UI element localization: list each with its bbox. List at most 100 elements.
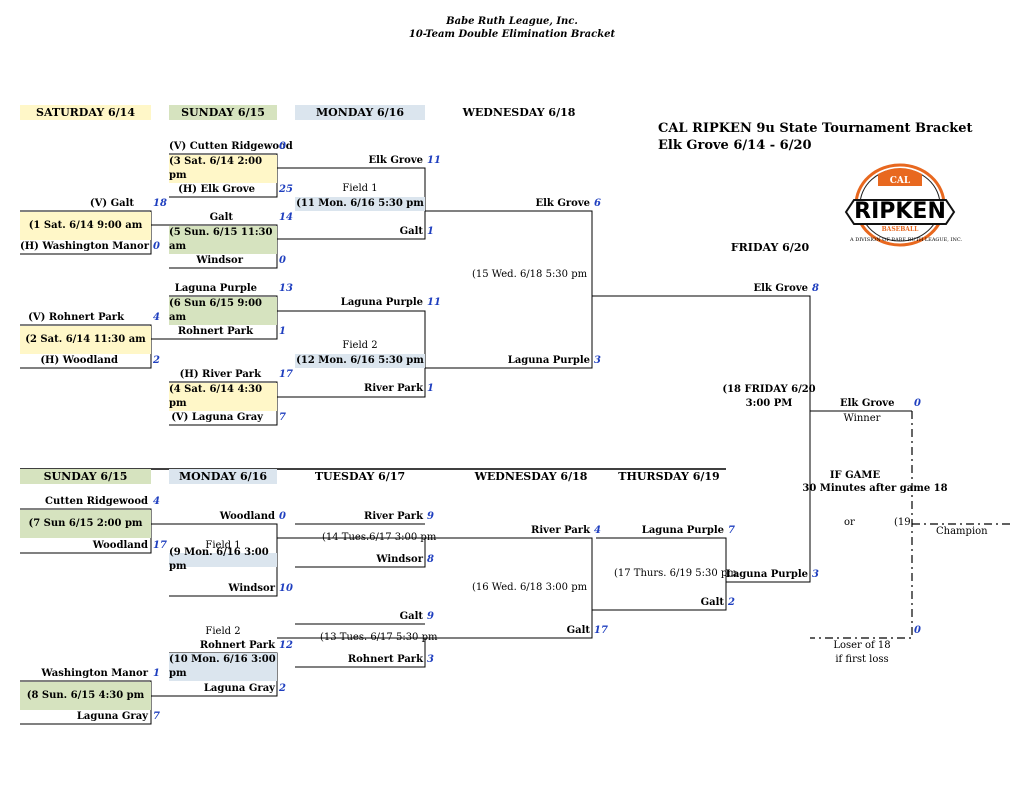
day-header-wed-618-lower: WEDNESDAY 6/18 bbox=[474, 470, 588, 483]
team-score: 1 bbox=[153, 668, 160, 679]
game-9-box: (9 Mon. 6/16 3:00 pm bbox=[169, 547, 277, 572]
team-name: Laguna Purple bbox=[641, 525, 724, 536]
team-name: Elk Grove bbox=[753, 283, 808, 294]
team-name: Elk Grove bbox=[535, 198, 590, 209]
team-score: 14 bbox=[279, 212, 293, 223]
game-2-box: (2 Sat. 6/14 11:30 am bbox=[20, 326, 151, 354]
team-score: 25 bbox=[279, 184, 293, 195]
loser-of-18: Loser of 18 bbox=[833, 640, 891, 651]
team-score: 8 bbox=[427, 554, 434, 565]
if-game-time: 30 Minutes after game 18 bbox=[802, 483, 948, 494]
team-score: 9 bbox=[427, 511, 434, 522]
if-first-loss: if first loss bbox=[835, 654, 889, 665]
team-score: 11 bbox=[427, 297, 441, 308]
game-16-label: (16 Wed. 6/18 3:00 pm bbox=[472, 582, 588, 593]
team-name: Galt bbox=[399, 611, 423, 622]
winner-label: Winner bbox=[843, 413, 881, 424]
team-score: 2 bbox=[153, 355, 160, 366]
header-line2: 10-Team Double Elimination Bracket bbox=[408, 29, 616, 40]
game-10-box: (10 Mon. 6/16 3:00 pm bbox=[169, 653, 277, 681]
game-1-box: (1 Sat. 6/14 9:00 am bbox=[20, 212, 151, 240]
game-19-label: (19 bbox=[894, 517, 911, 528]
team-name: Windsor bbox=[196, 255, 243, 266]
team-name: Rohnert Park bbox=[347, 654, 423, 665]
team-score: 12 bbox=[279, 640, 293, 651]
team-name: (V) Galt bbox=[89, 198, 134, 209]
champion-label: Champion bbox=[936, 526, 988, 537]
team-score: 8 bbox=[812, 283, 819, 294]
game-12-box: (12 Mon. 6/16 5:30 pm bbox=[295, 354, 425, 368]
team-name: Rohnert Park bbox=[199, 640, 275, 651]
team-score: 1 bbox=[279, 326, 286, 337]
team-score: 18 bbox=[153, 198, 167, 209]
team-name: Windsor bbox=[376, 554, 423, 565]
day-header-thu-619: THURSDAY 6/19 bbox=[618, 470, 720, 483]
game-4-box: (4 Sat. 6/14 4:30 pm bbox=[169, 383, 277, 411]
team-name: Elk Grove bbox=[368, 155, 423, 166]
game-13-label: (13 Tues. 6/17 5:30 pm bbox=[320, 632, 438, 643]
team-score: 7 bbox=[153, 711, 160, 722]
team-name: Galt bbox=[209, 212, 233, 223]
team-name: (H) River Park bbox=[179, 369, 261, 380]
team-score: 13 bbox=[279, 283, 293, 294]
day-header-sat-614: SATURDAY 6/14 bbox=[20, 105, 151, 120]
team-score: 3 bbox=[812, 569, 819, 580]
team-score: 17 bbox=[279, 369, 293, 380]
team-name: Galt bbox=[700, 597, 724, 608]
team-score: 11 bbox=[427, 155, 441, 166]
team-name: River Park bbox=[364, 383, 423, 394]
team-score: 0 bbox=[153, 241, 160, 252]
or-label: or bbox=[844, 517, 855, 528]
day-header-fri-620: FRIDAY 6/20 bbox=[730, 241, 810, 254]
game-18-time: 3:00 PM bbox=[745, 398, 793, 409]
field-2-lower: Field 2 bbox=[205, 626, 241, 637]
team-score: 1 bbox=[427, 383, 434, 394]
loser-score: 0 bbox=[914, 625, 921, 636]
team-score: 2 bbox=[279, 683, 286, 694]
final-score: 0 bbox=[914, 398, 921, 409]
team-name: Rohnert Park bbox=[177, 326, 253, 337]
game-6-box: (6 Sun 6/15 9:00 am bbox=[169, 297, 277, 325]
logo-ring-text: A DIVISION OF BABE RUTH LEAGUE, INC. bbox=[850, 237, 963, 243]
day-header-wed-618: WEDNESDAY 6/18 bbox=[462, 106, 576, 119]
team-score: 10 bbox=[279, 583, 293, 594]
team-name: (H) Elk Grove bbox=[178, 184, 255, 195]
logo-top-text: CAL bbox=[889, 176, 911, 186]
game-8-box: (8 Sun. 6/15 4:30 pm bbox=[20, 682, 151, 710]
team-name: (V) Laguna Gray bbox=[171, 412, 263, 423]
team-score: 3 bbox=[427, 654, 434, 665]
team-score: 4 bbox=[594, 525, 601, 536]
team-score: 17 bbox=[153, 540, 167, 551]
game-15-label: (15 Wed. 6/18 5:30 pm bbox=[472, 269, 588, 280]
team-name: Laguna Purple bbox=[725, 569, 808, 580]
team-score: 4 bbox=[153, 312, 160, 323]
team-name: Woodland bbox=[219, 511, 275, 522]
game-3-box: (3 Sat. 6/14 2:00 pm bbox=[169, 155, 277, 183]
team-name: Woodland bbox=[92, 540, 148, 551]
team-name: (V) Cutten Ridgewood bbox=[169, 141, 293, 152]
team-score: 1 bbox=[427, 226, 434, 237]
field-1-lower: Field 1 bbox=[205, 540, 241, 551]
team-score: 7 bbox=[279, 412, 286, 423]
game-11-box: (11 Mon. 6/16 5:30 pm bbox=[295, 197, 425, 211]
team-name: Laguna Purple bbox=[507, 355, 590, 366]
team-name: Laguna Gray bbox=[203, 683, 275, 694]
logo-wordmark: RIPKEN bbox=[854, 199, 946, 224]
tournament-title: CAL RIPKEN 9u State Tournament Bracket bbox=[658, 121, 973, 136]
final-team: Elk Grove bbox=[840, 398, 895, 409]
if-game-label: IF GAME bbox=[829, 470, 881, 481]
team-name: (V) Rohnert Park bbox=[28, 312, 124, 323]
team-score: 9 bbox=[427, 611, 434, 622]
team-name: River Park bbox=[364, 511, 423, 522]
game-14-label: (14 Tues.6/17 3:00 pm bbox=[322, 532, 437, 543]
game-18-label: (18 FRIDAY 6/20 bbox=[722, 384, 816, 395]
cal-ripken-logo: CAL RIPKEN BASEBALL A DIVISION OF BABE R… bbox=[840, 160, 963, 250]
team-name: Laguna Purple bbox=[174, 283, 257, 294]
team-name: (H) Washington Manor bbox=[20, 241, 149, 252]
game-17-label: (17 Thurs. 6/19 5:30 pm bbox=[614, 568, 737, 579]
team-name: Laguna Purple bbox=[340, 297, 423, 308]
tournament-subtitle: Elk Grove 6/14 - 6/20 bbox=[658, 138, 812, 153]
day-header-mon-616: MONDAY 6/16 bbox=[295, 105, 425, 120]
team-name: River Park bbox=[531, 525, 590, 536]
